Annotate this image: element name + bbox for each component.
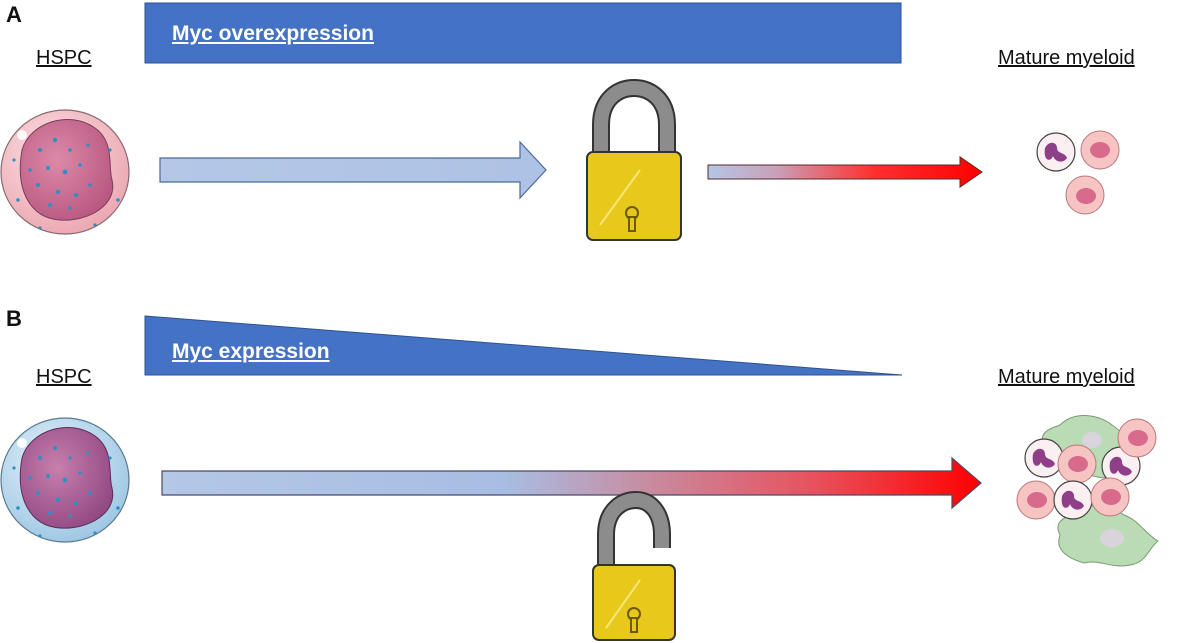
myc-overexpression-banner xyxy=(144,2,902,64)
panel-b-letter: B xyxy=(6,306,22,331)
differentiation-arrow-b xyxy=(161,456,982,510)
panel-a-letter: A xyxy=(6,2,22,27)
myc-expression-wedge xyxy=(144,315,903,376)
mature-myeloid-label-b: Mature myeloid xyxy=(998,366,1135,388)
hspc-label-a: HSPC xyxy=(36,47,92,69)
hspc-cell-icon xyxy=(0,109,130,235)
mature-myeloid-cells-icon-b xyxy=(1016,415,1159,567)
myc-expression-label: Myc expression xyxy=(172,340,330,363)
mature-myeloid-label-a: Mature myeloid xyxy=(998,47,1135,69)
hspc-cell-icon-b xyxy=(0,417,130,543)
differentiation-arrow-a xyxy=(159,140,547,200)
maturation-arrow-a xyxy=(707,156,983,188)
mature-myeloid-cells-icon xyxy=(1036,130,1120,215)
locked-padlock-icon xyxy=(586,78,682,241)
hspc-label-b: HSPC xyxy=(36,366,92,388)
myc-overexpression-label: Myc overexpression xyxy=(172,22,374,45)
unlocked-padlock-icon xyxy=(592,490,676,641)
